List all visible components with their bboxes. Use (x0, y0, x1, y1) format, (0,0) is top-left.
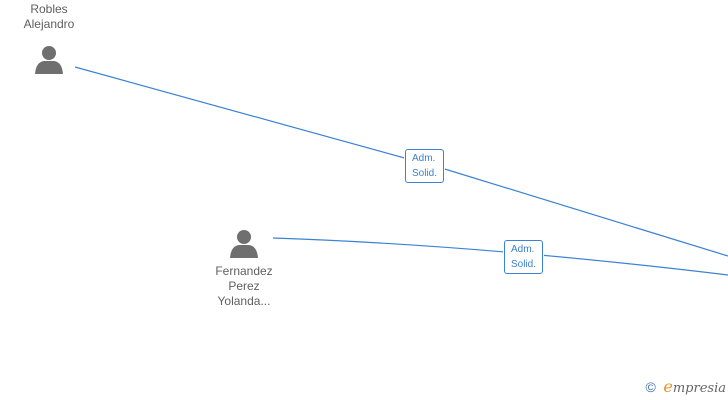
copyright-icon: © (645, 379, 656, 395)
brand-watermark: © empresia (645, 377, 726, 396)
edge-robles (74, 66, 728, 257)
person-name: Fernandez Perez Yolanda... (215, 264, 273, 308)
person-node-robles[interactable]: Robles Alejandro (10, 2, 88, 76)
edge-fernandez (272, 237, 728, 276)
person-node-fernandez[interactable]: Fernandez Perez Yolanda... (202, 228, 286, 309)
person-name: Robles Alejandro (23, 2, 75, 31)
relation-label[interactable]: Adm. Solid. (504, 240, 544, 274)
relation-label[interactable]: Adm. Solid. (405, 149, 445, 183)
person-icon (35, 46, 63, 74)
brand-logo: empresia (663, 377, 726, 396)
person-icon (230, 230, 258, 258)
